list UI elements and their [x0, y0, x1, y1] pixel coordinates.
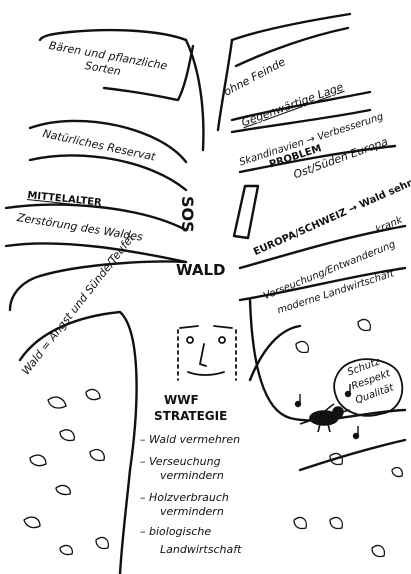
label-sos: SOS	[178, 196, 196, 233]
strategy-item-2b: vermindern	[160, 470, 224, 482]
strategy-item-3: – Holzverbrauch	[140, 492, 229, 504]
strategy-item-1: – Wald vermehren	[140, 434, 240, 446]
branch-top-center	[186, 40, 203, 150]
strategy-item-4: – biologische	[140, 526, 211, 538]
face-icon	[178, 326, 236, 380]
label-wald: WALD	[176, 262, 226, 279]
branch-top-right	[232, 14, 350, 40]
strategy-title: STRATEGIE	[154, 410, 227, 423]
strategy-item-3b: vermindern	[160, 506, 224, 518]
trunk-hole	[234, 186, 258, 238]
strategy-item-2: – Verseuchung	[140, 456, 221, 468]
trunk-right	[250, 300, 405, 420]
strategy-title-wwf: WWF	[164, 394, 199, 407]
strategy-item-4b: Landwirtschaft	[160, 544, 241, 556]
trunk-right-lower	[300, 440, 405, 470]
branch-top-left	[40, 30, 186, 40]
